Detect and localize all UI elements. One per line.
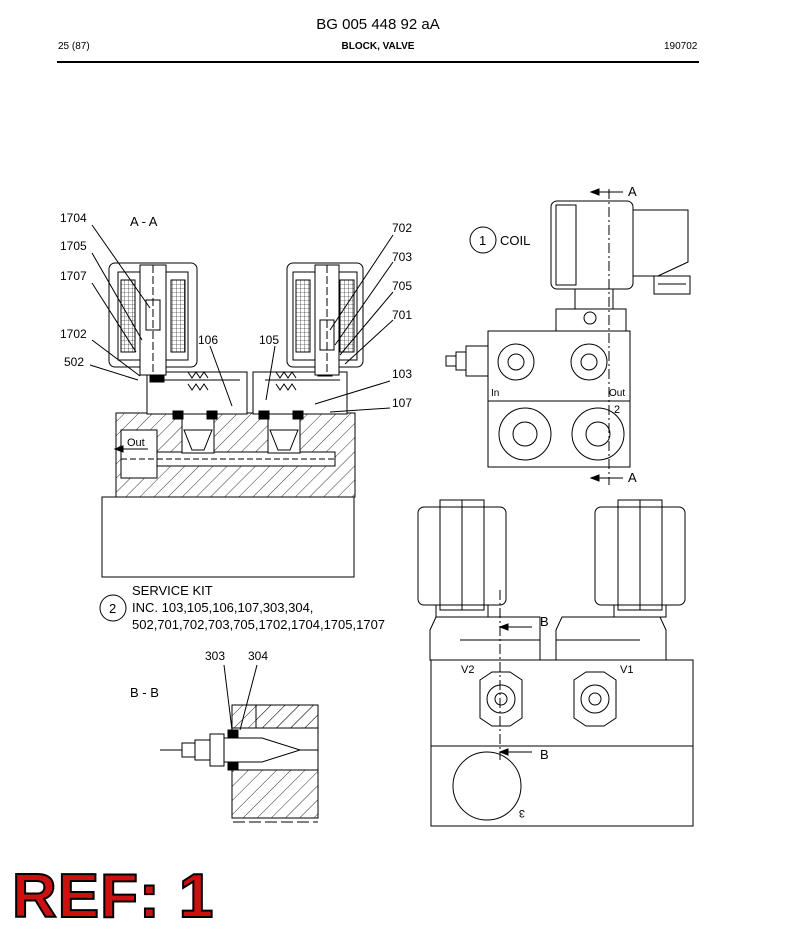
service-kit-line2: 502,701,702,703,705,1702,1704,1705,1707 [132,617,385,632]
callout-304: 304 [248,649,268,663]
service-kit-title: SERVICE KIT [132,583,213,598]
callout-107: 107 [392,396,412,410]
callout-303: 303 [205,649,225,663]
reference-label: REF: 1 [11,862,215,931]
callout-103: 103 [392,367,412,381]
callout-502: 502 [64,355,84,369]
callout-701: 701 [392,308,412,322]
service-kit-line1: INC. 103,105,106,107,303,304, [132,600,313,615]
section-mark-b-top: B [540,614,549,629]
port-out-label-top: Out [609,388,625,399]
callout-1702: 1702 [60,327,87,341]
callout-105: 105 [259,333,279,347]
section-mark-a-top: A [628,184,637,199]
valve-v2-label: V2 [461,664,474,676]
document-date: 190702 [664,41,698,52]
callout-1707: 1707 [60,269,87,283]
section-aa-drawing [89,224,394,578]
service-kit-item-number: 2 [109,601,116,616]
coil-item-number: 1 [479,233,486,248]
port-in-label: In [491,388,499,399]
callout-703: 703 [392,250,412,264]
valve-v1-label: V1 [620,664,633,676]
section-mark-a-bottom: A [628,470,637,485]
page-title: BLOCK, VALVE [341,41,415,52]
section-aa-label: A - A [130,214,158,229]
coil-view-drawing [445,188,691,485]
callout-1705: 1705 [60,239,87,253]
callout-702: 702 [392,221,412,235]
page-number: 25 (87) [58,41,90,52]
section-bb-drawing [160,664,319,823]
document-number: BG 005 448 92 aA [316,16,440,33]
section-bb-label: B - B [130,685,159,700]
port-number-3: 3 [519,807,525,819]
header-rule [57,61,699,63]
coil-label: COIL [500,233,530,248]
callout-1704: 1704 [60,211,87,225]
callout-106: 106 [198,333,218,347]
service-kit-item-circle [99,594,127,622]
block-view-drawing [417,499,694,827]
port-number-2: 2 [614,404,620,416]
callout-705: 705 [392,279,412,293]
section-mark-b-bottom: B [540,747,549,762]
port-out-label: Out [127,437,145,449]
